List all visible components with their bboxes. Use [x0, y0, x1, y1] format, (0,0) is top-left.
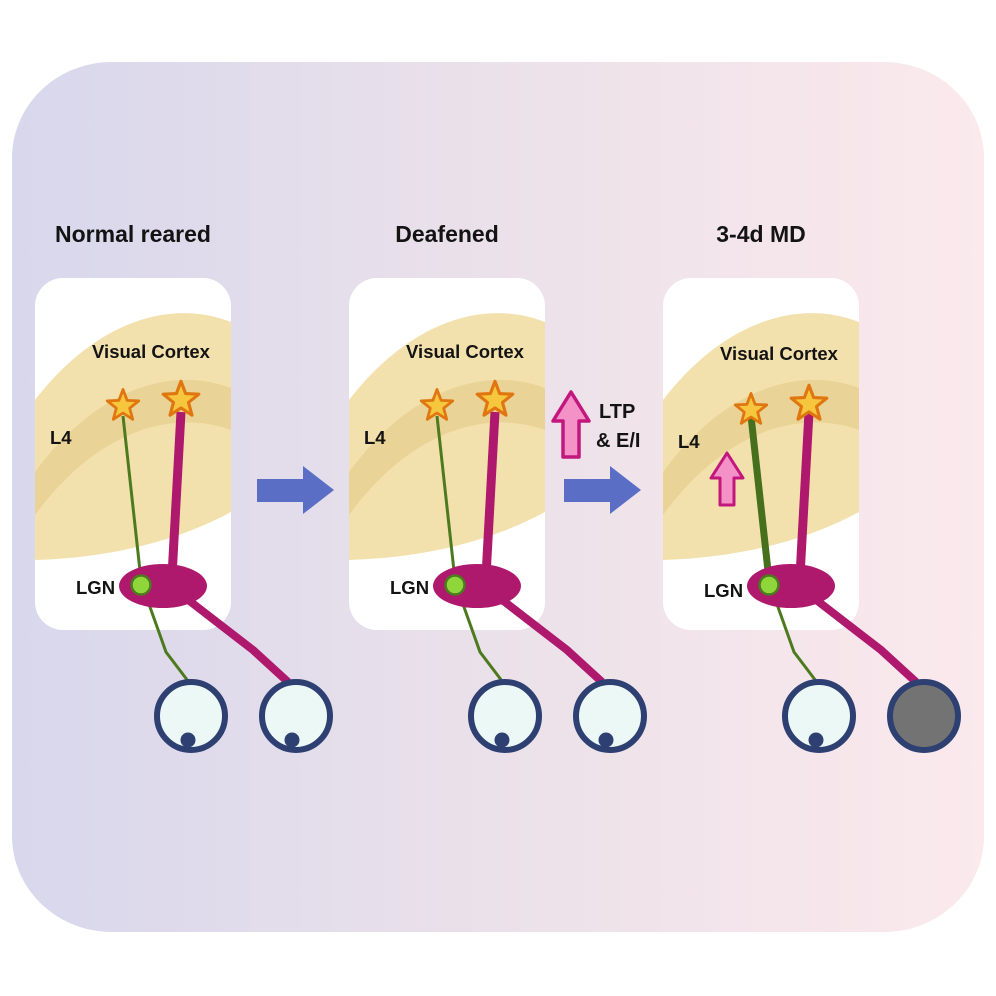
l4-label: L4 — [50, 427, 72, 448]
lgn-relay-cell — [758, 574, 780, 596]
green-axon-lgn-to-cortex — [121, 415, 143, 581]
l4-label: L4 — [678, 431, 700, 452]
flow-arrow-1-icon — [257, 466, 334, 514]
green-axon-eye-to-lgn — [457, 592, 504, 682]
l4-label: L4 — [364, 427, 386, 448]
ltp-label-line2: & E/I — [596, 430, 640, 452]
eye-left-pupil — [180, 732, 196, 748]
eye-left-pupil — [494, 732, 510, 748]
deprived-eye-right — [887, 679, 961, 753]
panel-title: Normal reared — [55, 221, 211, 247]
eye-left — [468, 679, 542, 753]
eye-left — [782, 679, 856, 753]
eye-right-pupil — [284, 732, 300, 748]
lgn-relay-cell — [444, 574, 466, 596]
green-axon-lgn-to-cortex-potentiated — [747, 415, 773, 581]
eye-right — [259, 679, 333, 753]
magenta-axon-eye-to-lgn — [812, 595, 919, 685]
panel-title: 3-4d MD — [716, 221, 805, 247]
panel-deafened: Deafened Visual Cortex L4 LGN — [349, 221, 647, 753]
lgn-label: LGN — [704, 580, 743, 601]
panel-monocular-deprivation: 3-4d MD Visual Cortex L4 LGN — [663, 221, 961, 753]
lgn-relay-cell — [130, 574, 152, 596]
flow-arrow-2-icon — [564, 466, 641, 514]
visual-cortex-label: Visual Cortex — [720, 343, 839, 364]
green-axon-eye-to-lgn — [771, 592, 818, 682]
visual-cortex-band — [349, 313, 545, 560]
eye-left — [154, 679, 228, 753]
l4-up-arrow-icon — [709, 451, 745, 507]
magenta-axon-eye-to-lgn — [184, 595, 291, 685]
panel-title: Deafened — [395, 221, 499, 247]
ltp-annotation: LTP & E/I — [551, 390, 640, 459]
panel-normal-reared: Normal reared Visual Cortex L4 LGN — [35, 221, 333, 753]
magenta-axon-lgn-to-cortex — [167, 411, 186, 577]
magenta-axon-eye-to-lgn — [498, 595, 605, 685]
lgn-label: LGN — [390, 577, 429, 598]
magenta-axon-lgn-to-cortex — [795, 411, 814, 577]
visual-cortex-label: Visual Cortex — [406, 341, 525, 362]
green-axon-lgn-to-cortex — [435, 415, 457, 581]
lgn-label: LGN — [76, 577, 115, 598]
magenta-axon-lgn-to-cortex — [481, 411, 500, 577]
eye-left-pupil — [808, 732, 824, 748]
eye-right — [573, 679, 647, 753]
green-axon-eye-to-lgn — [143, 592, 190, 682]
visual-cortex-label: Visual Cortex — [92, 341, 211, 362]
eye-right-pupil — [598, 732, 614, 748]
ltp-up-arrow-icon — [551, 390, 591, 459]
ltp-label-line1: LTP — [599, 401, 635, 423]
visual-cortex-band — [35, 313, 231, 560]
visual-cortex-band — [663, 313, 859, 560]
